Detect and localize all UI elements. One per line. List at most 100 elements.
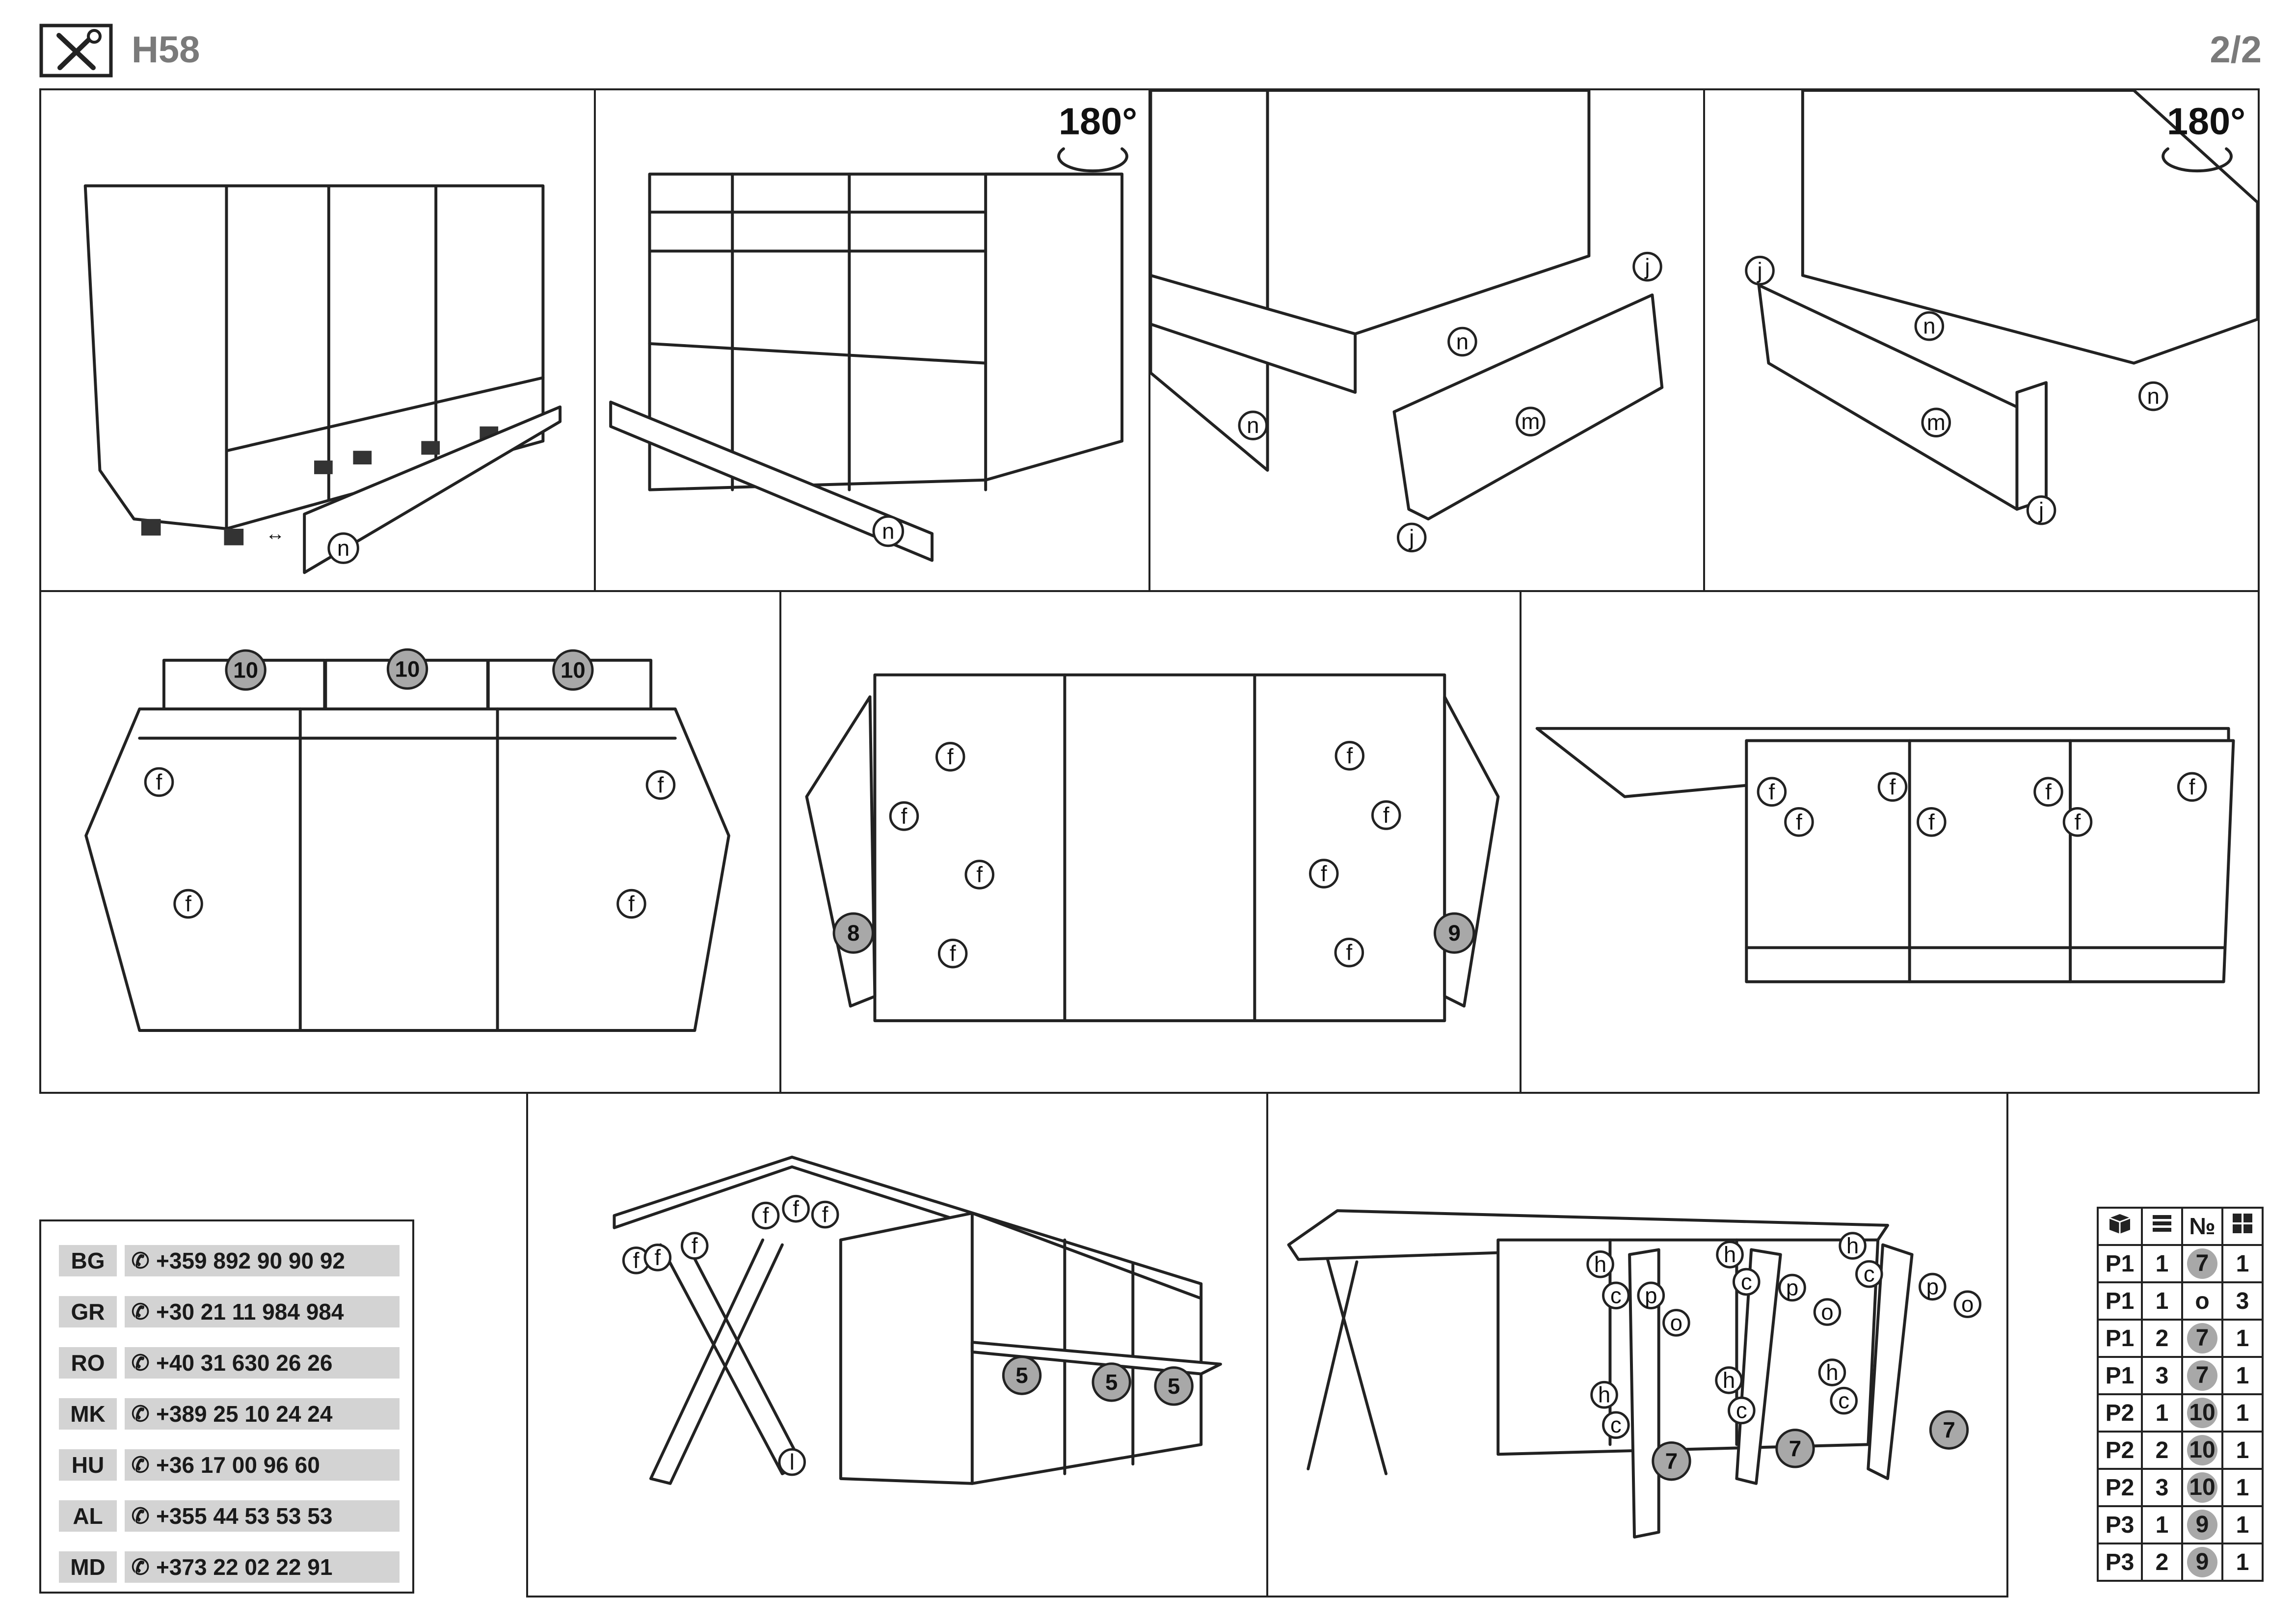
label-n: n [1238,410,1268,440]
label-f: f [645,770,676,800]
phone-number: +373 22 02 22 91 [156,1554,333,1580]
svg-text:f: f [185,892,191,917]
box-icon [2097,1207,2143,1246]
part-number: 10 [2187,1398,2217,1428]
phone-icon: ✆ [131,1555,150,1579]
stack-icon [2141,1207,2183,1246]
svg-text:7: 7 [1943,1417,1955,1442]
label-f: f [937,938,968,969]
svg-text:p: p [1926,1274,1939,1299]
label-f: f [173,889,203,919]
label-f: f [1757,777,1787,807]
part-number: 10 [2187,1472,2217,1503]
part-5: 5 [1002,1355,1042,1395]
label-f: f [2062,807,2093,837]
svg-text:j: j [2038,498,2044,523]
part-8: 8 [832,912,874,954]
svg-text:f: f [1796,810,1802,835]
contact-row: MD ✆+373 22 02 22 91 [59,1551,400,1583]
svg-text:f: f [1769,779,1775,804]
label-c: c [1602,1411,1630,1439]
contact-row: BG✆+359 892 90 90 92 [59,1245,400,1276]
svg-text:p: p [1786,1275,1798,1300]
svg-text:h: h [1846,1233,1859,1258]
part-number: 7 [2187,1323,2217,1353]
phone-number: +355 44 53 53 53 [156,1503,333,1529]
label-f: f [1371,800,1401,830]
model-code: H58 [132,29,200,71]
label-f: f [1877,772,1908,802]
svg-text:c: c [1838,1388,1849,1413]
label-p: p [1637,1281,1665,1310]
svg-text:f: f [1321,861,1327,886]
phone-number: +359 892 90 90 92 [156,1248,345,1273]
country-code: GR [59,1296,117,1327]
country-code: RO [59,1347,117,1379]
label-h: h [1716,1241,1744,1269]
svg-text:f: f [658,772,664,797]
label-n: n [327,532,359,564]
svg-text:f: f [793,1196,799,1221]
label-c: c [1732,1268,1761,1296]
country-code: MD [59,1551,117,1583]
grid-icon [2221,1207,2264,1246]
label-o: o [1662,1309,1690,1337]
label-n: n [1914,311,1945,341]
label-p: p [1778,1273,1806,1302]
contact-phone-list: BG✆+359 892 90 90 92 GR✆+30 21 11 984 98… [39,1219,414,1594]
label-f: f [680,1232,709,1260]
part-10: 10 [552,649,594,691]
number-sign: № [2181,1207,2223,1246]
svg-text:n: n [882,518,894,543]
label-f: f [1335,741,1365,771]
svg-text:h: h [1598,1382,1610,1407]
label-p: p [1919,1272,1947,1301]
step-5-panel: 10 10 10 f f f f [39,590,781,1094]
label-m: m [1516,406,1546,436]
phone-icon: ✆ [131,1402,150,1426]
phone-number: +36 17 00 96 60 [156,1452,320,1478]
svg-text:10: 10 [561,657,586,682]
label-f: f [1784,807,1814,837]
step-7-panel: f f f f f f f [1520,590,2260,1094]
label-f: f [935,742,965,772]
label-f: f [964,860,994,890]
phone-icon: ✆ [131,1453,150,1477]
svg-text:f: f [654,1245,661,1270]
svg-text:f: f [976,862,983,887]
part-number: 7 [2187,1360,2217,1391]
svg-text:f: f [2045,779,2052,804]
label-c: c [1830,1386,1858,1415]
label-c: c [1855,1260,1883,1288]
country-code: BG [59,1245,117,1276]
svg-text:f: f [1890,774,1896,799]
label-f: f [782,1194,810,1223]
label-n: n [2138,381,2168,411]
svg-text:5: 5 [1168,1374,1180,1399]
phone-number: +30 21 11 984 984 [156,1299,344,1325]
label-f: f [616,889,646,919]
svg-text:7: 7 [1665,1449,1678,1474]
contact-row: MK✆+389 25 10 24 24 [59,1398,400,1430]
svg-text:o: o [1961,1292,1974,1317]
svg-text:o: o [1670,1310,1682,1335]
svg-text:f: f [628,892,635,917]
label-f: f [811,1200,839,1229]
svg-text:h: h [1594,1252,1606,1277]
parts-table-header: № [2097,1207,2264,1246]
label-f: f [2177,772,2207,802]
svg-text:h: h [1826,1360,1838,1385]
svg-text:10: 10 [395,656,420,681]
svg-text:n: n [1923,314,1935,339]
svg-text:8: 8 [847,920,859,946]
svg-text:7: 7 [1789,1436,1801,1461]
svg-text:m: m [1927,410,1946,435]
step-1-panel: n ↔ [39,88,596,592]
